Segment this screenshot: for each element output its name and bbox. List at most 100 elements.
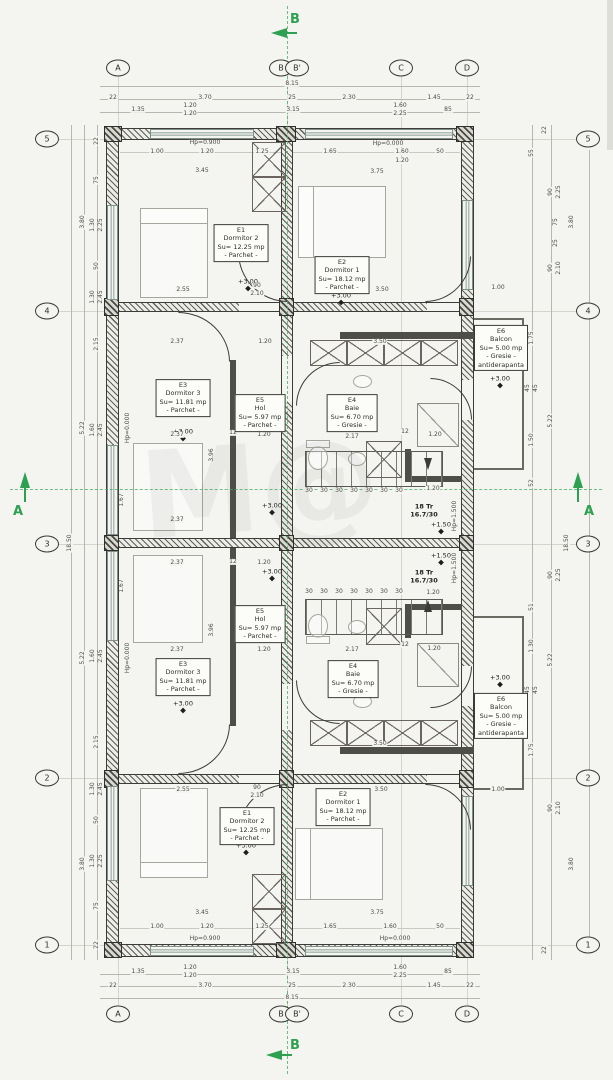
room-name: Dormitor 2	[223, 234, 259, 243]
room-label-e4-bottom: E4 Baie Su= 6.70 mp - Gresie -	[327, 660, 379, 698]
section-letter-a-left: A	[13, 504, 24, 519]
dimension-label: 85	[443, 967, 453, 976]
level-mark: +3.00	[490, 374, 510, 389]
room-label-e6-bottom: E6 Balcon Su= 5.00 mp - Gresie - antider…	[474, 692, 528, 740]
room-area: Su= 11.81 mp	[159, 677, 207, 685]
room-finish: - Parchet -	[166, 406, 200, 415]
level-diamond-icon	[338, 299, 344, 306]
dimension-label: 2.30	[341, 981, 357, 990]
level-mark: +3.00	[236, 841, 256, 856]
dimension-label: 2.25	[97, 217, 104, 233]
dimension-label: 1.35	[130, 967, 146, 976]
room-id: E2	[337, 258, 347, 267]
dimension-label: 85	[443, 105, 453, 114]
dim-line	[84, 125, 85, 960]
parapet-label: Hp=0.000	[124, 411, 131, 445]
level-value: +3.00	[490, 374, 510, 383]
room-name: Balcon	[490, 335, 512, 344]
partition-e3-hol-bottom	[230, 548, 236, 726]
window	[305, 946, 453, 956]
room-name: Dormitor 1	[325, 798, 361, 807]
dimension-label: 22	[465, 93, 475, 102]
dimension-label: 22	[465, 981, 475, 990]
dimension-label: 8.15	[284, 79, 300, 88]
dimension-label: 1.20	[425, 484, 441, 493]
pier	[456, 126, 474, 142]
dimension-label: 3.96	[208, 447, 215, 463]
pier	[456, 942, 474, 958]
room-name: Hol	[254, 615, 266, 624]
dimension-label: 3.15	[285, 967, 301, 976]
stair-riser: 16.7/30	[410, 577, 438, 585]
level-value: +1.50	[431, 551, 451, 560]
dimension-label: 3.96	[208, 622, 215, 638]
wardrobe	[252, 177, 286, 212]
dimension-label: 5.22	[79, 420, 86, 436]
parapet-label: Hp=0.000	[371, 139, 405, 148]
dimension-label: 51	[528, 602, 535, 612]
pier	[459, 535, 474, 551]
room-id: E4	[347, 396, 357, 405]
dimension-label: 30	[379, 486, 389, 495]
level-value: +3.00	[236, 841, 256, 850]
grid-bubble-col-d-bottom: D	[455, 1005, 479, 1023]
room-id: E6	[496, 694, 506, 703]
room-id: E3	[178, 660, 188, 669]
dimension-label: 25	[287, 981, 297, 990]
level-value: +3.00	[262, 501, 282, 510]
room-area: Su= 18.12 mp	[318, 275, 366, 283]
room-finish: - Parchet -	[230, 834, 264, 843]
pier	[459, 298, 474, 316]
dimension-label: 2.17	[344, 432, 360, 441]
partition-bath-top	[340, 332, 474, 339]
dimension-label: 50	[93, 261, 100, 271]
stair-treads: 18 Tr	[414, 502, 434, 511]
dimension-label: 1.20	[394, 156, 410, 165]
room-id: E3	[178, 381, 188, 390]
dimension-label: 2.55	[175, 285, 191, 294]
grid-bubble-row-2-right: 2	[576, 769, 600, 787]
level-diamond-icon	[269, 575, 275, 582]
grid-bubble-row-4-left: 4	[35, 302, 59, 320]
dimension-label: 30	[394, 587, 404, 596]
dimension-label: 1.50	[528, 432, 535, 448]
room-finish: - Gresie -	[486, 352, 516, 361]
sink-fixture	[348, 620, 366, 634]
dimension-label: 12	[400, 427, 410, 436]
section-letter-b-bottom: B	[290, 1038, 300, 1053]
stair-treads: 18 Tr	[414, 568, 434, 577]
bed	[133, 555, 203, 643]
dimension-label: 12	[228, 557, 238, 566]
pier	[104, 535, 119, 551]
toilet-fixture	[308, 446, 328, 470]
dim-line	[97, 125, 98, 960]
dimension-label: 30	[364, 587, 374, 596]
room-area: Su= 11.81 mp	[159, 398, 207, 406]
room-id: E4	[348, 662, 358, 671]
grid-bubble-row-5-right: 5	[576, 130, 600, 148]
bed-pillow	[295, 828, 311, 900]
door-opening	[427, 303, 460, 311]
room-label-e3-top: E3 Dormitor 3 Su= 11.81 mp - Parchet -	[155, 379, 211, 417]
dimension-label: 1.20	[199, 147, 215, 156]
wardrobe	[310, 340, 347, 366]
dimension-label: 3.15	[285, 105, 301, 114]
dimension-label: 1.20	[425, 588, 441, 597]
level-mark: +3.00	[238, 278, 258, 292]
room-area: Su= 6.70 mp	[330, 413, 374, 421]
dimension-label: 2.37	[169, 337, 185, 346]
section-line-b	[287, 6, 288, 1074]
wardrobe	[252, 874, 286, 909]
dim-line	[551, 125, 552, 960]
door-arc	[178, 312, 230, 362]
dimension-label: 52	[528, 478, 535, 488]
dimension-label: 2.37	[169, 430, 185, 439]
stair-label-bottom: 18 Tr 16.7/30	[410, 569, 437, 586]
grid-bubble-col-a-top: A	[106, 59, 130, 77]
grid-bubble-row-3-left: 3	[35, 535, 59, 553]
dimension-label: 30	[334, 587, 344, 596]
dimension-label: 2.37	[169, 515, 185, 524]
dimension-label: 3.80	[79, 856, 86, 872]
pier	[104, 298, 119, 316]
shower	[366, 608, 402, 645]
